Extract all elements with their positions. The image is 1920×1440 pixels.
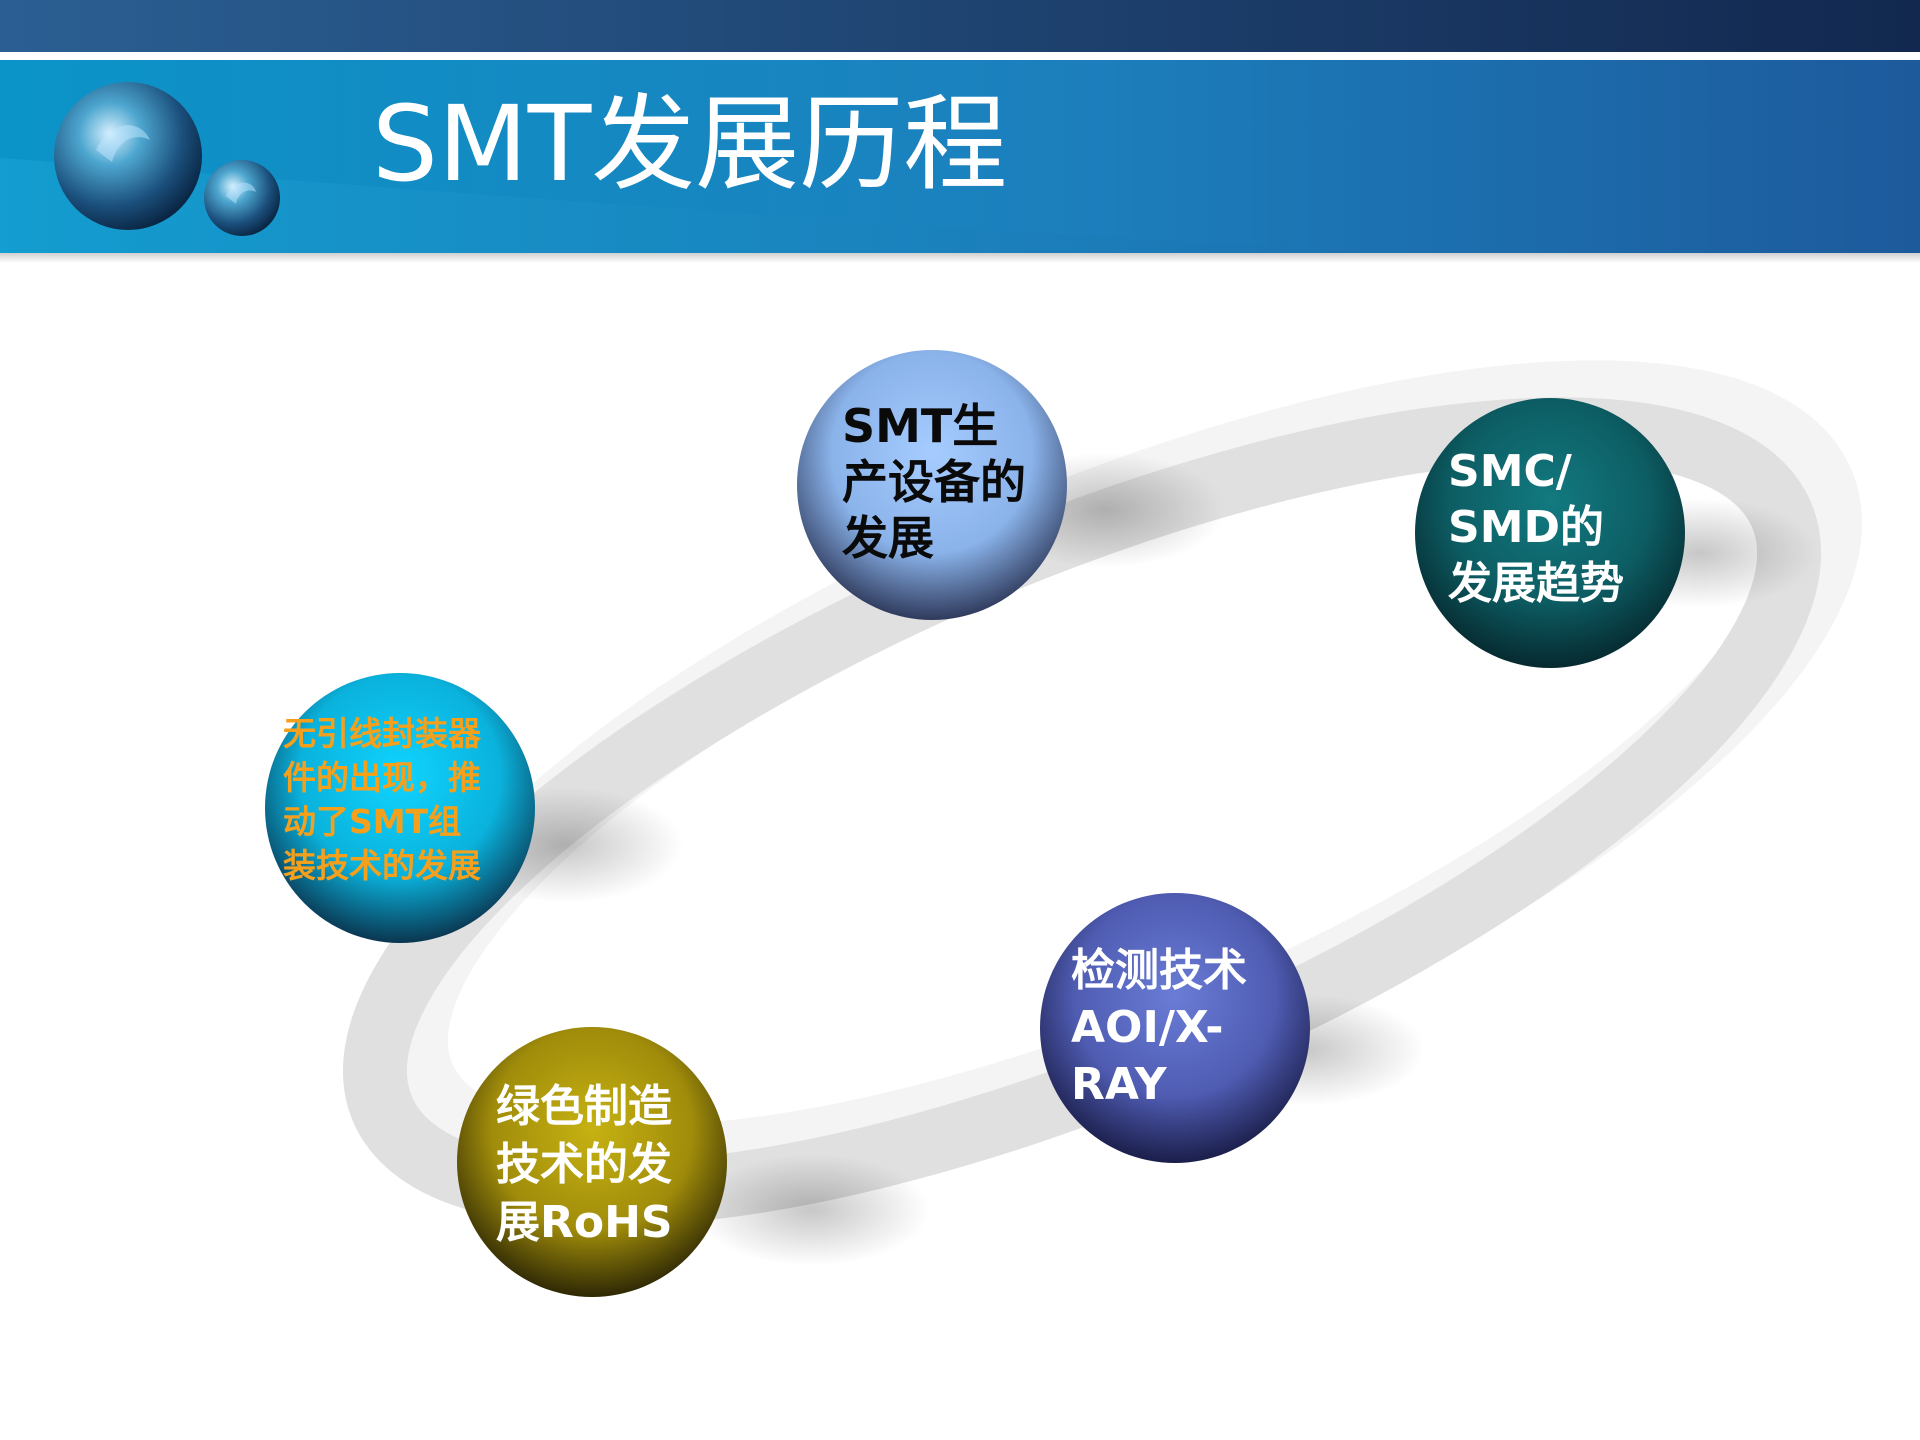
header-divider (0, 52, 1920, 60)
node-smd-trend-label: SMC/ SMD的 发展趋势 (1448, 444, 1624, 612)
node-green-manufacturing-line: 绿色制造 (496, 1081, 672, 1132)
node-green-manufacturing-line: 展RoHS (496, 1197, 673, 1248)
node-smd-trend (1415, 398, 1685, 668)
node-equipment-line: 发展 (842, 511, 934, 565)
node-equipment (797, 350, 1067, 620)
node-leadless-devices-label: 无引线封装器 件的出现，推 动了SMT组 装技术的发展 (283, 712, 481, 888)
node-equipment-line: 产设备的 (842, 455, 1026, 509)
header-top-band (0, 0, 1920, 52)
node-inspection-line: RAY (1071, 1059, 1167, 1110)
node-equipment-label: SMT生 产设备的 发展 (842, 398, 1026, 566)
node-smd-trend-line: SMC/ (1448, 446, 1572, 497)
node-inspection-line: AOI/X- (1071, 1002, 1224, 1053)
header-swoosh (0, 158, 1400, 253)
node-leadless-devices-line: 动了SMT组 (283, 802, 462, 841)
node-green-manufacturing (457, 1027, 727, 1297)
node-smd-trend-line: 发展趋势 (1448, 558, 1624, 609)
node-smd-trend-line: SMD的 (1448, 502, 1604, 553)
node-leadless-devices-line: 无引线封装器 (283, 714, 481, 753)
node-inspection (1040, 893, 1310, 1163)
node-leadless-devices (265, 673, 535, 943)
node-green-manufacturing-label: 绿色制造 技术的发 展RoHS (496, 1078, 673, 1252)
node-inspection-label: 检测技术 AOI/X- RAY (1071, 942, 1247, 1113)
node-equipment-line: SMT生 (842, 399, 999, 453)
node-leadless-devices-line: 件的出现，推 (283, 758, 481, 797)
node-inspection-line: 检测技术 (1071, 945, 1247, 996)
header-underline (0, 253, 1920, 263)
page-title: SMT发展历程 (372, 83, 1008, 205)
logo-spheres-icon (54, 82, 280, 236)
node-green-manufacturing-line: 技术的发 (496, 1139, 672, 1190)
node-leadless-devices-line: 装技术的发展 (283, 846, 481, 885)
